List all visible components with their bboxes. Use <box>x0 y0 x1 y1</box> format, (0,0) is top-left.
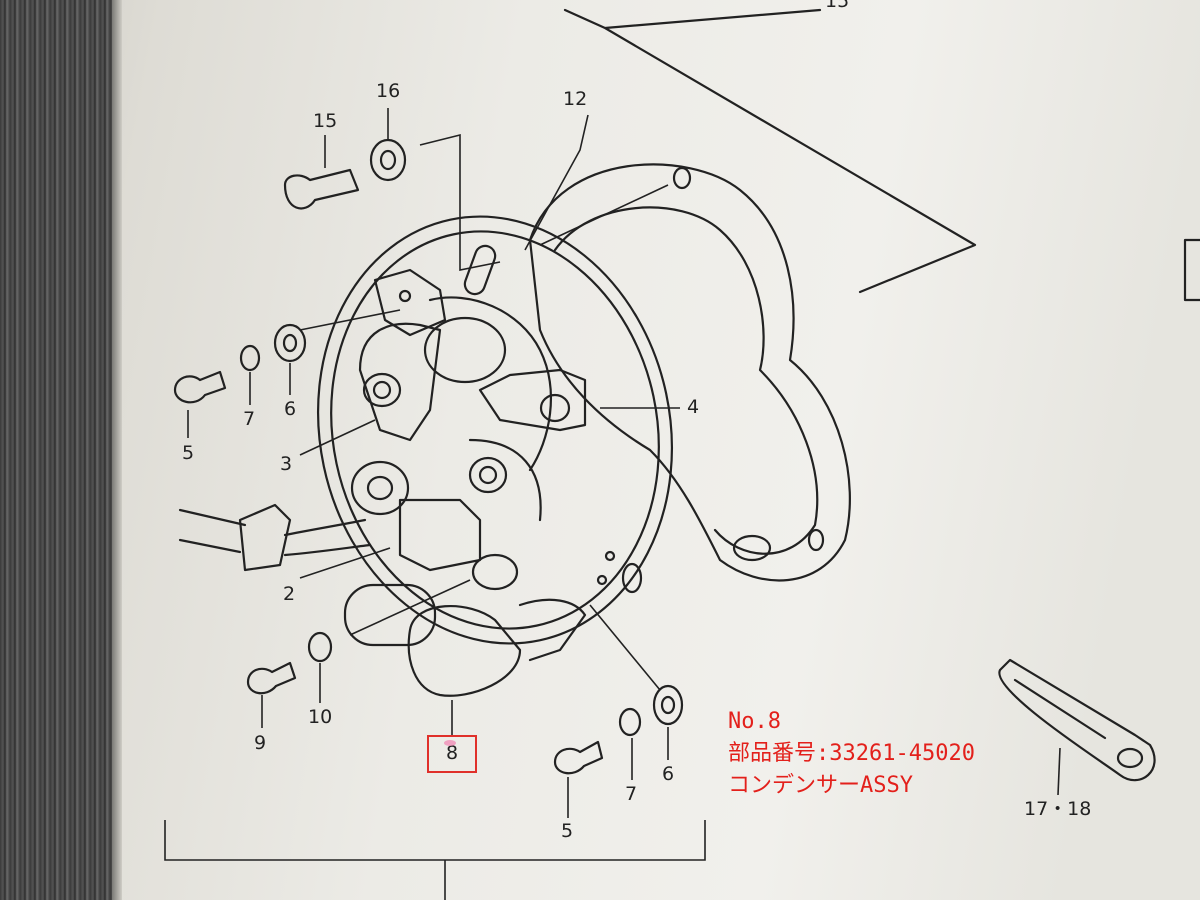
label-5-bottom: 5 <box>561 820 574 842</box>
washer-10 <box>307 631 333 663</box>
label-12: 12 <box>563 88 588 110</box>
screw-15 <box>283 168 360 210</box>
label-15-top: 15 <box>825 0 850 12</box>
binding-shadow <box>112 0 122 900</box>
contact-breaker-4 <box>478 368 587 432</box>
clamp-17-18 <box>998 658 1156 782</box>
lock-washer-7-left <box>239 344 261 372</box>
washer-16 <box>369 138 407 182</box>
label-16: 16 <box>376 80 401 102</box>
label-9: 9 <box>254 732 267 754</box>
label-8: 8 <box>446 742 459 764</box>
washer-6-right <box>652 684 684 726</box>
label-7-right: 7 <box>625 783 638 805</box>
part-callout: No.8 部品番号:33261-45020 コンデンサーASSY <box>728 706 975 802</box>
book-binding <box>0 0 112 900</box>
washer-6-left <box>273 323 307 363</box>
pink-marker <box>444 740 456 746</box>
assembly-bracket <box>164 820 706 900</box>
callout-part-number: 部品番号:33261-45020 <box>728 741 975 766</box>
label-2: 2 <box>283 583 296 605</box>
label-6-right: 6 <box>662 763 675 785</box>
callout-part-no: No.8 <box>728 709 781 734</box>
screw-9 <box>246 661 297 695</box>
lead-wire <box>178 508 247 554</box>
label-3: 3 <box>280 453 293 475</box>
callout-part-name: コンデンサーASSY <box>728 773 913 798</box>
condenser-rear <box>343 583 437 647</box>
label-4: 4 <box>687 396 700 418</box>
label-6-left: 6 <box>284 398 297 420</box>
screw-5-bottom <box>553 740 604 775</box>
label-17-18: 17・18 <box>1024 798 1092 820</box>
label-15: 15 <box>313 110 338 132</box>
contact-breaker-3 <box>358 322 442 442</box>
label-7-left: 7 <box>243 408 256 430</box>
base-plate-12 <box>528 163 851 582</box>
part-8-highlight-box <box>427 735 477 773</box>
condenser-8 <box>407 604 522 697</box>
label-5-left: 5 <box>182 442 195 464</box>
breaker-plate <box>316 215 674 645</box>
lock-washer-7-right <box>618 707 642 737</box>
label-10: 10 <box>308 706 333 728</box>
top-reference-bracket <box>563 8 977 294</box>
screw-5-left <box>173 370 227 404</box>
